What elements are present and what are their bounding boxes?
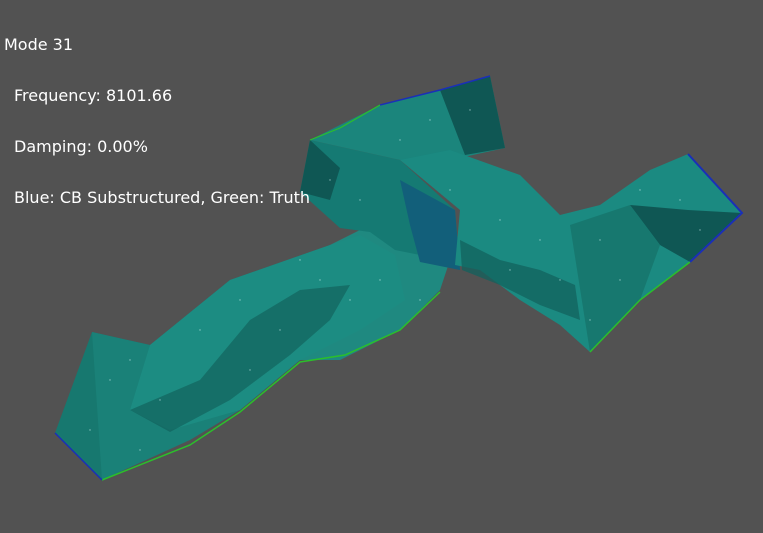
central-junction (300, 75, 505, 270)
right-duct-truth-edge (589, 261, 691, 353)
frequency-label: Frequency: 8101.66 (14, 86, 173, 105)
right-duct-end-face (630, 205, 742, 262)
right-duct-cb-edge (687, 153, 744, 263)
junction-left-face (300, 140, 340, 200)
lower-duct-cb-edge (54, 432, 103, 481)
lower-left-duct (50, 220, 450, 485)
lower-duct-fold (130, 285, 350, 432)
right-duct-body (400, 150, 742, 352)
junction-cb-edge (379, 75, 491, 106)
right-duct (400, 150, 744, 353)
damping-label: Damping: 0.00% (14, 137, 148, 156)
junction-top-inner (440, 76, 505, 155)
legend-label: Blue: CB Substructured, Green: Truth (14, 188, 310, 207)
lower-duct-truth-edge (101, 291, 441, 481)
junction-dark-face (400, 180, 460, 270)
mode-label: Mode 31 (4, 35, 74, 54)
right-duct-fold (460, 240, 580, 320)
mesh-nodes (89, 109, 701, 451)
mode-info-overlay: Mode 31 Frequency: 8101.66 Damping: 0.00… (4, 2, 310, 240)
right-duct-inner-face (570, 205, 660, 352)
junction-truth-edge (309, 104, 381, 141)
